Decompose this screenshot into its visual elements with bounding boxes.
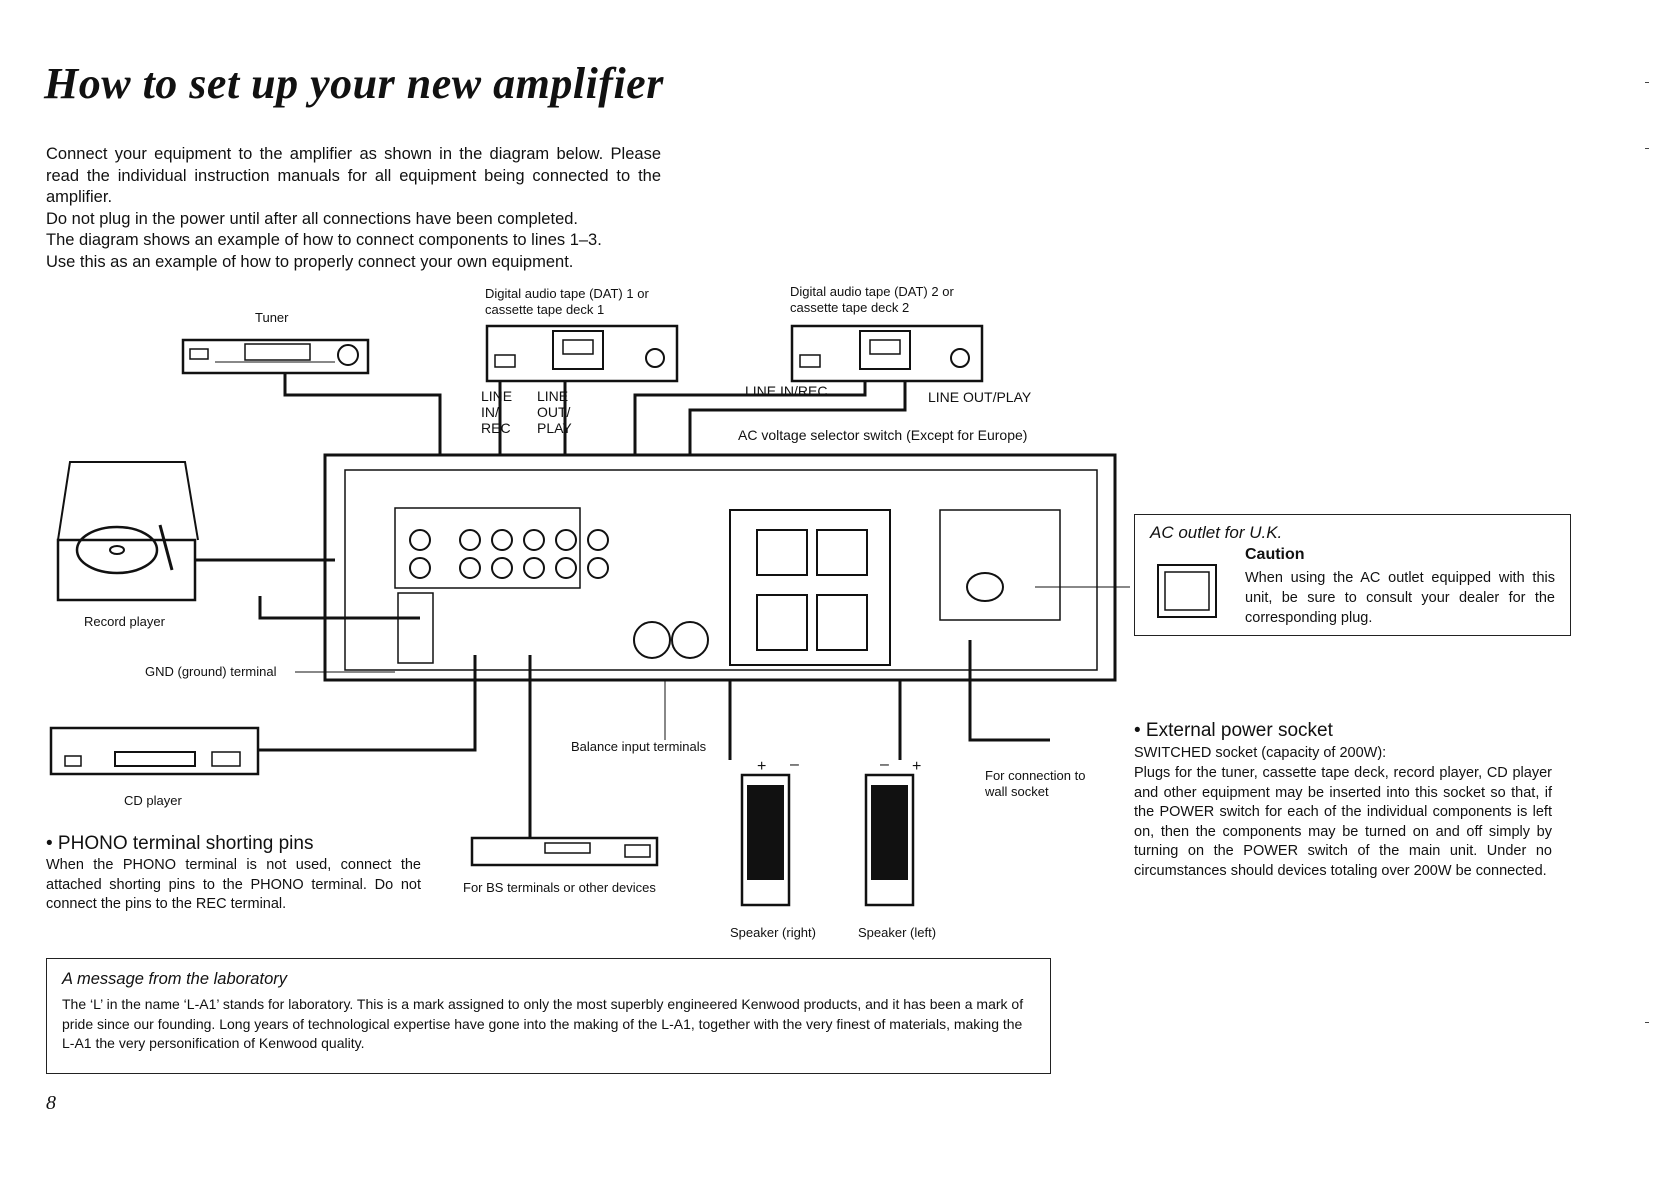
deck1-illustration [485,324,679,383]
gnd-terminal-label: GND (ground) terminal [145,664,277,679]
external-power-subtitle: SWITCHED socket (capacity of 200W): [1134,745,1387,761]
wall-socket-label: For connection to wall socket [985,768,1086,799]
line-in-rec-2-label: LINE IN/REC [745,383,828,399]
turntable-illustration [56,461,199,602]
speaker-left-label: Speaker (left) [858,925,937,940]
dat2-label: Digital audio tape (DAT) 2 or cassette t… [790,284,954,315]
terminal-row [409,529,609,579]
message-title: A message from the laboratory [62,970,287,988]
bs-device-illustration [470,836,659,867]
edge-mark [1645,148,1649,149]
phono-body: When the PHONO terminal is not used, con… [46,857,421,912]
intro-text: Connect your equipment to the amplifier … [46,144,661,273]
speaker-left-plus: + [912,758,922,775]
message-body: The ‘L’ in the name ‘L-A1’ stands for la… [62,996,1024,1051]
intro-paragraph: Connect your equipment to the amplifier … [46,145,661,206]
bs-terminals-label: For BS terminals or other devices [463,880,656,895]
edge-mark [1645,82,1649,83]
ac-outlet-title: AC outlet for U.K. [1150,523,1283,542]
tuner-label: Tuner [255,310,289,325]
cd-player-illustration [49,726,260,776]
cd-player-label: CD player [124,793,182,808]
laboratory-message-box: A message from the laboratory The ‘L’ in… [46,958,1051,1074]
speaker-left-minus: – [880,756,889,773]
cables [195,373,1050,838]
deck2-illustration [790,324,984,383]
page-number: 8 [46,1092,56,1114]
speaker-right-illustration [740,773,791,907]
speaker-terminals [756,529,868,651]
intro-paragraph: The diagram shows an example of how to c… [46,231,602,249]
ac-selector-label: AC voltage selector switch (Except for E… [738,427,1028,443]
speaker-left-illustration [864,773,915,907]
dat1-label: Digital audio tape (DAT) 1 or cassette t… [485,286,649,317]
ac-outlet-box: AC outlet for U.K. Caution When using th… [1134,514,1571,636]
line-out-play-2-label: LINE OUT/PLAY [928,389,1032,405]
external-power-heading: • External power socket [1134,720,1333,741]
edge-mark [1645,1022,1649,1023]
record-player-label: Record player [84,614,165,629]
line-out-play-label: LINE OUT/ PLAY [537,388,572,436]
intro-paragraph: Use this as an example of how to properl… [46,252,574,271]
intro-paragraph: Do not plug in the power until after all… [46,209,579,228]
caution-text: When using the AC outlet equipped with t… [1245,570,1555,626]
uk-outlet-illustration [1157,564,1217,618]
phono-heading: • PHONO terminal shorting pins [46,833,314,854]
tuner-illustration [181,338,370,375]
caution-heading: Caution [1245,546,1305,563]
speaker-right-label: Speaker (right) [730,925,816,940]
speaker-right-plus: + [757,758,767,775]
speaker-right-minus: – [790,756,799,773]
page-title: How to set up your new amplifier [44,59,664,108]
line-in-rec-label: LINE IN/ REC [481,388,513,436]
balance-input-label: Balance input terminals [571,739,707,754]
external-power-body: Plugs for the tuner, cassette tape deck,… [1134,765,1552,879]
amplifier-rear-panel [323,453,1117,682]
